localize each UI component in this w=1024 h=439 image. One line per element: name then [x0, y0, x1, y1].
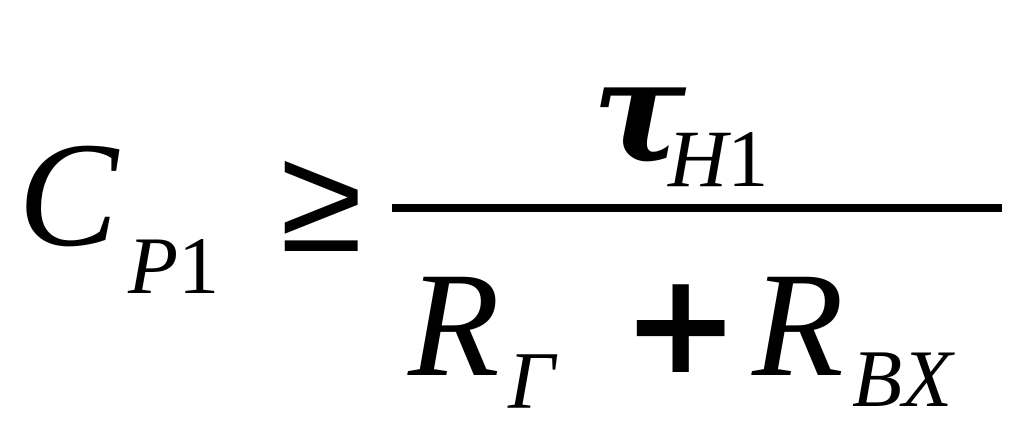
denominator-term2-subscript: BX — [852, 333, 953, 424]
denominator-term2-symbol: R — [752, 242, 844, 408]
numerator-subscript-letter: H — [668, 113, 728, 204]
lhs-subscript: P1 — [128, 225, 219, 307]
lhs-subscript-digit: 1 — [178, 220, 220, 311]
plus-sign: + — [622, 243, 740, 406]
fraction-bar — [392, 204, 1002, 212]
denominator-term1-subscript: Г — [508, 335, 555, 426]
numerator-symbol: τ — [592, 30, 687, 194]
numerator-subscript-digit: 1 — [727, 113, 769, 204]
numerator-subscript: H1 — [668, 118, 768, 200]
greater-or-equal-sign: ≥ — [280, 113, 363, 287]
lhs-symbol: C — [18, 112, 119, 278]
lhs-subscript-letter: P — [128, 220, 179, 311]
denominator-term1-symbol: R — [408, 242, 500, 408]
